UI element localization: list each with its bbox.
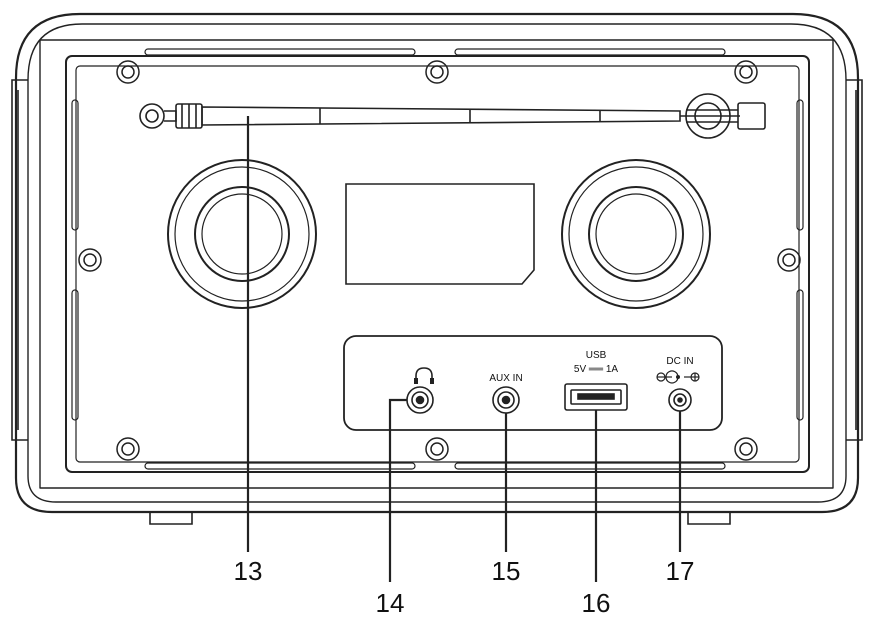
usb-port[interactable] bbox=[564, 383, 628, 411]
port-left bbox=[167, 159, 317, 309]
side-bumpers bbox=[11, 79, 863, 441]
rail-slots bbox=[71, 48, 804, 470]
aux-in-jack[interactable] bbox=[492, 386, 520, 414]
callout-line-14 bbox=[388, 398, 407, 582]
callout-17: 17 bbox=[666, 556, 695, 586]
screw-top-center bbox=[425, 60, 449, 84]
dc-in-jack[interactable] bbox=[668, 388, 692, 412]
usb-rating-label: 5V ══ 1A bbox=[574, 364, 619, 375]
connector-panel bbox=[343, 335, 723, 431]
dc-polarity-icon bbox=[656, 370, 700, 384]
callout-13: 13 bbox=[234, 556, 263, 586]
screw-mid-right bbox=[777, 248, 801, 272]
callout-15: 15 bbox=[492, 556, 521, 586]
screw-bottom-center bbox=[425, 437, 449, 461]
label-plate bbox=[345, 183, 535, 285]
screws bbox=[78, 60, 801, 461]
panel-labels: AUX IN USB 5V ══ 1A DC IN bbox=[489, 350, 693, 384]
screw-bottom-right bbox=[734, 437, 758, 461]
screw-mid-left bbox=[78, 248, 102, 272]
feet bbox=[149, 512, 731, 525]
dc-in-label: DC IN bbox=[666, 356, 693, 367]
usb-label: USB bbox=[586, 350, 607, 361]
callout-14: 14 bbox=[376, 588, 405, 618]
antenna bbox=[139, 93, 766, 139]
callout-lines bbox=[246, 116, 682, 582]
screw-top-left bbox=[116, 60, 140, 84]
screw-top-right bbox=[734, 60, 758, 84]
callout-16: 16 bbox=[582, 588, 611, 618]
headphone-icon bbox=[414, 367, 434, 384]
callout-numbers: 13 14 15 16 17 bbox=[234, 556, 695, 618]
headphone-jack[interactable] bbox=[406, 386, 434, 414]
port-right bbox=[561, 159, 711, 309]
housing bbox=[14, 12, 860, 514]
aux-in-label: AUX IN bbox=[489, 373, 522, 384]
back-panel bbox=[65, 55, 810, 473]
screw-bottom-left bbox=[116, 437, 140, 461]
